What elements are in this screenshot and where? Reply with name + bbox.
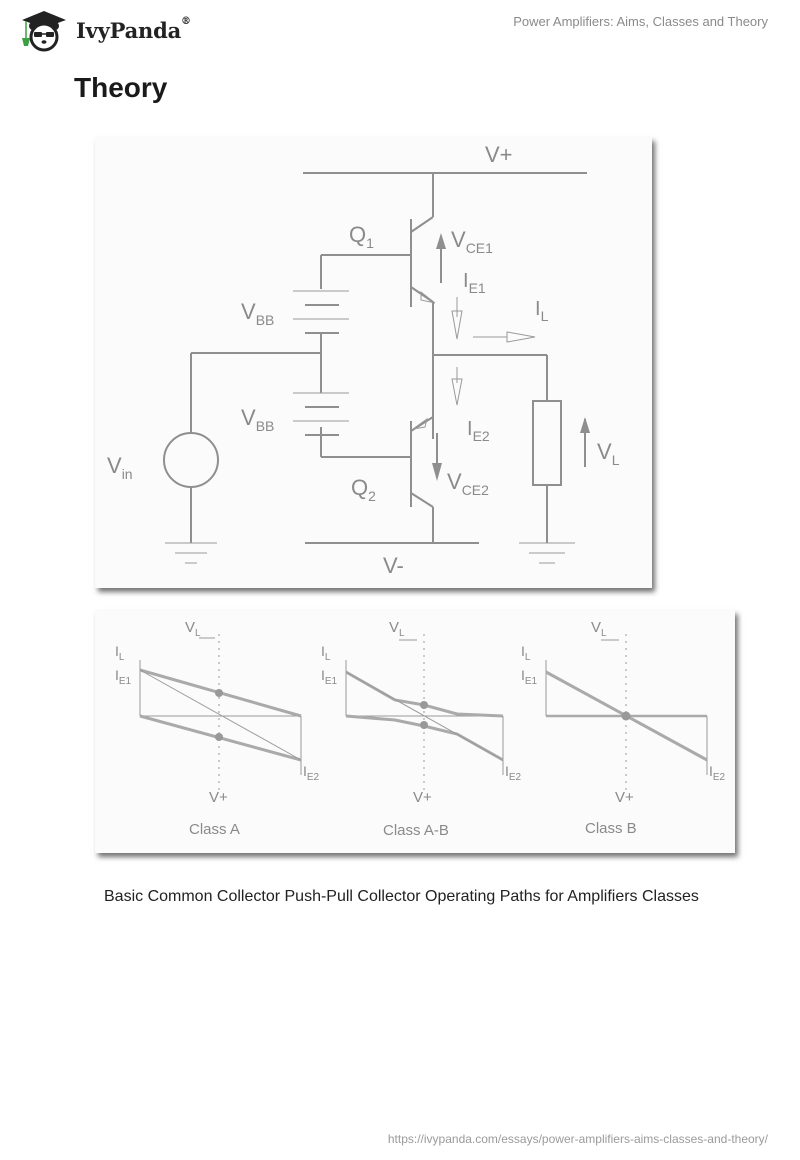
il-label: IL	[321, 643, 331, 663]
ie2-label: IE2	[505, 763, 522, 783]
ie1-label: IE1	[463, 270, 486, 296]
ie1-label: IE1	[521, 667, 538, 687]
ie1-path	[345, 670, 504, 718]
page-header: IvyPanda® Power Amplifiers: Aims, Classe…	[0, 0, 800, 60]
source-url[interactable]: https://ivypanda.com/essays/power-amplif…	[387, 1132, 768, 1146]
v-plus-label: V+	[485, 142, 513, 167]
vbb-top-label: VBB	[241, 299, 274, 328]
vin-label: Vin	[107, 453, 133, 482]
v-plus-label: V+	[413, 789, 432, 806]
document-title: Power Amplifiers: Aims, Classes and Theo…	[513, 14, 768, 29]
q2-label: Q2	[351, 475, 376, 504]
plot-class-b: VL IL IE1 IE2 V+ Class B	[521, 619, 726, 837]
push-pull-schematic-figure: V+ V- Q1 Q2 VBB	[95, 137, 652, 588]
class-label: Class A	[189, 821, 240, 838]
operating-point	[215, 733, 223, 741]
brand-logo[interactable]: IvyPanda®	[18, 8, 191, 52]
brand-name: IvyPanda	[76, 17, 182, 43]
vl-label: VL	[389, 619, 405, 639]
ground-icon-right	[519, 542, 575, 564]
v-plus-label: V+	[209, 789, 228, 806]
ie2-label: IE2	[709, 763, 726, 783]
vce2-label: VCE2	[447, 469, 489, 498]
plot-class-a: VL IL IE1 IE2 V+ Class A	[115, 619, 320, 838]
class-label: Class B	[585, 820, 637, 837]
ie2-arrow-icon	[451, 367, 463, 406]
vce1-arrow-icon	[436, 233, 446, 283]
section-heading: Theory	[74, 72, 168, 103]
vbb-bottom-label: VBB	[241, 405, 274, 434]
operating-paths-figure: VL IL IE1 IE2 V+ Class A VL IL IE1	[95, 610, 735, 853]
operating-point	[621, 711, 631, 721]
operating-point	[420, 721, 428, 729]
v-plus-label: V+	[615, 789, 634, 806]
il-path	[345, 671, 504, 761]
operating-point	[215, 689, 223, 697]
il-path	[139, 669, 302, 761]
il-label: IL	[535, 298, 549, 324]
q1-emitter-arrow-icon	[420, 290, 436, 304]
vce2-arrow-icon	[432, 433, 442, 481]
il-label: IL	[521, 643, 531, 663]
vl-label: VL	[591, 619, 607, 639]
vl-label: VL	[597, 439, 620, 468]
ie1-arrow-icon	[451, 297, 463, 340]
vce1-label: VCE1	[451, 227, 493, 256]
registered-mark: ®	[181, 15, 191, 27]
vin-source	[163, 432, 219, 488]
vl-arrow-icon	[580, 417, 590, 467]
il-label: IL	[115, 643, 125, 663]
ie2-label: IE2	[467, 418, 490, 444]
ground-icon-left	[165, 542, 217, 564]
operating-paths-diagram: VL IL IE1 IE2 V+ Class A VL IL IE1	[115, 619, 726, 839]
class-label: Class A-B	[383, 822, 449, 839]
schematic-diagram: V+ V- Q1 Q2 VBB	[107, 142, 620, 578]
ie1-label: IE1	[115, 667, 132, 687]
operating-point	[420, 701, 428, 709]
figure-caption: Basic Common Collector Push-Pull Collect…	[104, 888, 699, 905]
vbb-battery-bottom	[293, 353, 349, 436]
plot-class-ab: VL IL IE1 IE2 V+ Class A-B	[321, 619, 522, 839]
q2-emitter-arrow-icon	[412, 417, 428, 430]
ie2-label: IE2	[303, 763, 320, 783]
panda-graduate-icon	[22, 11, 66, 52]
vl-label: VL	[185, 619, 201, 639]
il-arrow-icon	[473, 331, 536, 343]
ie1-label: IE1	[321, 667, 338, 687]
load-resistor	[532, 400, 562, 486]
v-minus-label: V-	[383, 553, 404, 578]
q1-label: Q1	[349, 222, 374, 251]
